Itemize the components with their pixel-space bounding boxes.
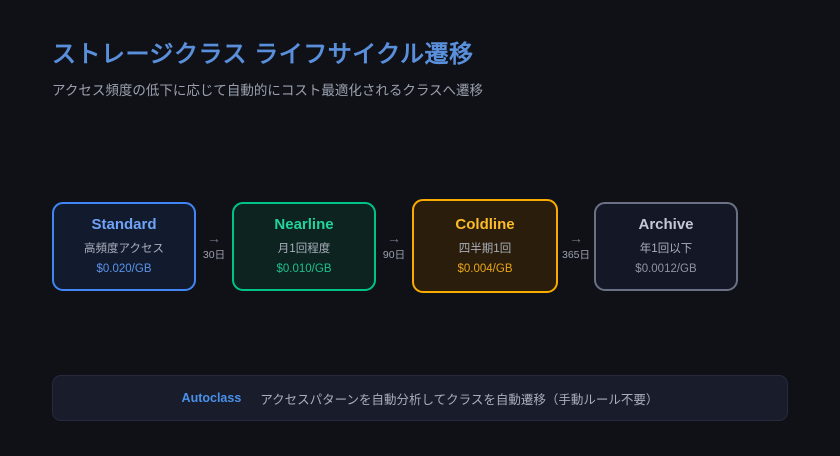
page-title: ストレージクラス ライフサイクル遷移 [52,41,474,68]
transition-connector-1: → 30日 [196,230,232,262]
arrow-right-icon: → [569,230,583,246]
autoclass-banner[interactable]: Autoclass アクセスパターンを自動分析してクラスを自動遷移（手動ルール不… [52,375,788,421]
page-subtitle: アクセス頻度の低下に応じて自動的にコスト最適化されるクラスへ遷移 [52,83,484,98]
storage-class-name: Archive [638,216,694,233]
storage-class-price: $0.010/GB [276,263,332,275]
storage-class-flow: Standard 高頻度アクセス $0.020/GB → 30日 Nearlin… [52,190,788,302]
storage-class-card-archive[interactable]: Archive 年1回以下 $0.0012/GB [594,201,738,291]
transition-days-label: 365日 [561,249,591,261]
storage-class-description: 年1回以下 [639,243,693,255]
storage-class-card-nearline[interactable]: Nearline 月1回程度 $0.010/GB [232,201,376,291]
autoclass-description: アクセスパターンを自動分析してクラスを自動遷移（手動ルール不要） [260,392,659,407]
transition-days-label: 90日 [382,249,406,261]
storage-class-name: Coldline [455,216,515,233]
transition-days-label: 30日 [202,249,226,261]
storage-class-price: $0.004/GB [457,263,513,275]
storage-class-price: $0.020/GB [96,263,152,275]
storage-class-description: 四半期1回 [458,243,512,255]
storage-class-description: 高頻度アクセス [84,243,164,255]
arrow-right-icon: → [387,230,401,246]
transition-connector-3: → 365日 [558,230,594,262]
storage-class-card-coldline[interactable]: Coldline 四半期1回 $0.004/GB [412,199,558,293]
storage-class-name: Standard [91,216,157,233]
storage-class-card-standard[interactable]: Standard 高頻度アクセス $0.020/GB [52,201,196,291]
arrow-right-icon: → [207,230,221,246]
header: ストレージクラス ライフサイクル遷移 アクセス頻度の低下に応じて自動的にコスト最… [52,38,792,101]
transition-connector-2: → 90日 [376,230,412,262]
storage-class-description: 月1回程度 [277,243,331,255]
storage-class-name: Nearline [274,216,334,233]
storage-class-price: $0.0012/GB [635,263,697,275]
autoclass-label: Autoclass [181,391,242,405]
